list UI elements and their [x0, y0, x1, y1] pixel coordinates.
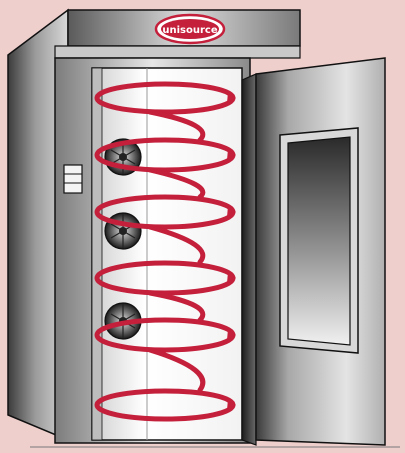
brand-logo-text: unisource [162, 25, 217, 36]
oven-chamber [92, 68, 242, 440]
control-panel-icon [64, 165, 82, 193]
brand-logo: unisource [156, 15, 224, 43]
oven-door-window [288, 137, 350, 345]
oven-door-edge [242, 74, 256, 445]
